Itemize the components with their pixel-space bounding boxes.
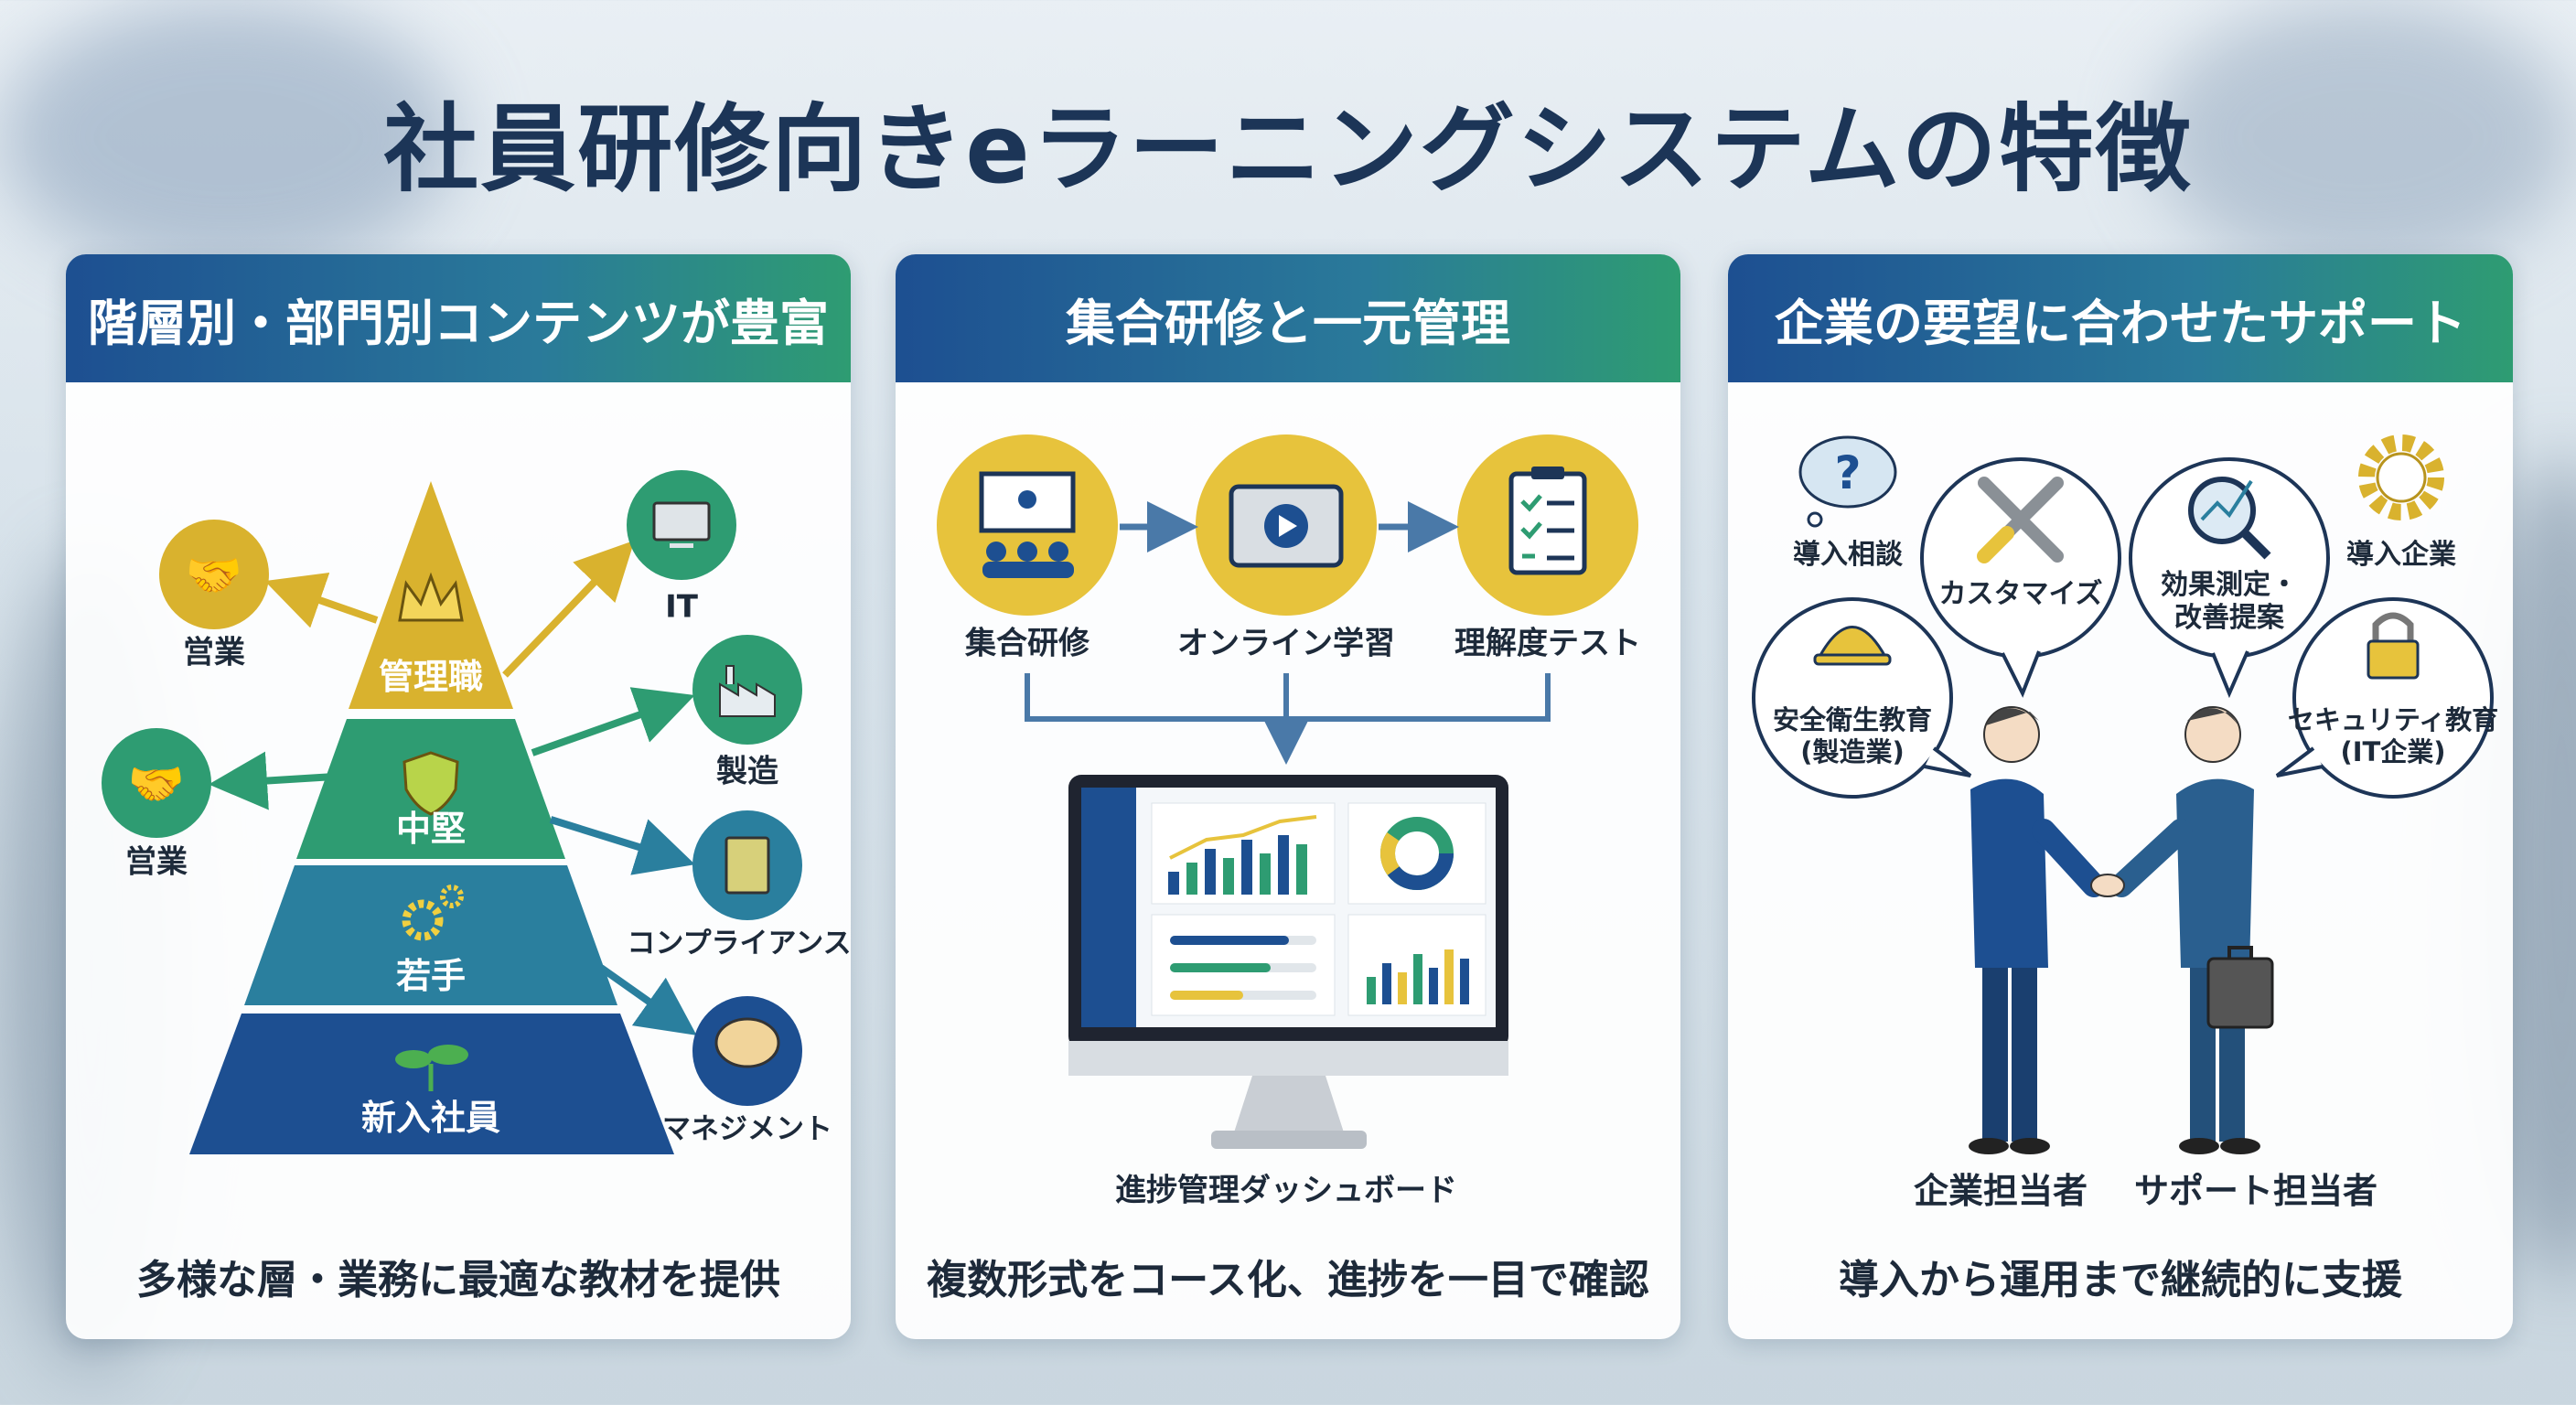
person-client — [1969, 706, 2106, 1154]
background-blur — [0, 0, 457, 274]
gears-icon — [402, 885, 464, 941]
gear-chart-icon — [2358, 434, 2444, 520]
step-label-online: オンライン学習 — [1177, 625, 1395, 662]
arrow — [209, 751, 350, 810]
crown-icon — [398, 572, 464, 622]
step-label-classroom: 集合研修 — [965, 625, 1089, 662]
item-label-safety-education: 安全衛生教育 (製造業) — [1772, 704, 1933, 767]
bar-chart-widget — [1168, 815, 1317, 895]
level-label-manager: 管理職 — [378, 657, 484, 698]
dashboard-label: 進捗管理ダッシュボード — [1115, 1172, 1457, 1209]
progress-bars-widget — [1170, 936, 1316, 1000]
video-tablet-icon — [1196, 434, 1377, 616]
arrow — [598, 964, 697, 1035]
donut-chart-widget — [1380, 817, 1454, 890]
panel-header: 集合研修と一元管理 — [896, 254, 1680, 382]
tools-icon — [1977, 477, 2064, 563]
panel-blended-training: 集合研修と一元管理 集合研修 オンライン学習 理解度テスト 進捗管理ダッシュボー… — [896, 254, 1680, 1339]
handshake-icon — [2090, 874, 2125, 897]
briefcase-icon — [2206, 946, 2274, 1029]
panel-content-variety: 階層別・部門別コンテンツが豊富 🤝 🤝 管理職 中堅 若手 新入社員 営業 営業… — [66, 254, 851, 1339]
padlock-icon — [2367, 612, 2420, 680]
handshake-icon: 🤝 — [159, 520, 269, 629]
handshake-icon: 🤝 — [102, 728, 211, 838]
pyramid-level-junior — [244, 865, 617, 1005]
item-label-effect-measurement: 効果測定・ 改善提案 — [2161, 569, 2298, 634]
book-icon — [692, 810, 802, 920]
hardhat-icon — [1813, 626, 1892, 666]
level-label-mid: 中堅 — [395, 809, 467, 850]
speech-bubble — [2275, 597, 2494, 799]
person-label-support: サポート担当者 — [2133, 1171, 2378, 1212]
level-label-junior: 若手 — [395, 956, 467, 997]
column-chart-widget — [1367, 949, 1469, 1004]
svg-text:🤝: 🤝 — [128, 757, 185, 810]
person-label-client: 企業担当者 — [1913, 1171, 2088, 1212]
dept-label-sales: 営業 — [183, 634, 245, 671]
classroom-icon — [937, 434, 1118, 616]
speech-bubble — [2129, 457, 2330, 699]
svg-text:?: ? — [1834, 446, 1861, 499]
panel-header: 階層別・部門別コンテンツが豊富 — [66, 254, 851, 382]
svg-text:🤝: 🤝 — [186, 549, 242, 602]
speech-bubble — [1920, 457, 2121, 698]
dept-label-sales: 営業 — [125, 843, 188, 881]
step-label-test: 理解度テスト — [1454, 625, 1641, 662]
page-title: 社員研修向きeラーニングシステムの特徴 — [383, 93, 2193, 205]
panel-footer: 導入から運用まで継続的に支援 — [1839, 1257, 2402, 1303]
computer-icon — [627, 470, 736, 580]
pyramid-diagram: 🤝 🤝 — [102, 470, 802, 1154]
sprout-icon — [395, 1045, 468, 1091]
item-label-client-companies: 導入企業 — [2346, 539, 2456, 571]
dept-label-management: マネジメント — [662, 1112, 832, 1146]
arrow — [264, 573, 379, 628]
shield-icon — [402, 751, 459, 816]
panel-footer: 多様な層・業務に最適な教材を提供 — [136, 1257, 780, 1303]
checklist-icon — [1457, 434, 1638, 616]
dept-label-manufacturing: 製造 — [716, 753, 778, 790]
item-label-consultation: 導入相談 — [1793, 539, 1903, 571]
item-label-customize: カスタマイズ — [1938, 578, 2103, 610]
brain-icon — [692, 996, 802, 1106]
panel-header: 企業の要望に合わせたサポート — [1728, 254, 2513, 382]
level-label-new-hire: 新入社員 — [360, 1098, 501, 1139]
arrow — [531, 687, 695, 756]
connector-lines — [1025, 673, 1551, 748]
arrow — [549, 816, 695, 875]
magnifier-chart-icon — [2188, 477, 2271, 560]
factory-icon — [692, 635, 802, 745]
background-blur — [2150, 0, 2576, 274]
dashboard-monitor — [1068, 775, 1508, 1149]
support-illustration: ? — [1752, 434, 2494, 1154]
dept-label-compliance: コンプライアンス — [627, 927, 851, 960]
item-label-security-education: セキュリティ教育 (IT企業) — [2287, 704, 2499, 767]
arrow — [502, 540, 635, 678]
speech-bubble — [1752, 597, 1972, 799]
dept-label-it: IT — [665, 588, 698, 626]
panel-support: 企業の要望に合わせたサポート ? 導入相談 カスタマイズ 効果測定・ 改善提案 … — [1728, 254, 2513, 1339]
training-flow-diagram — [937, 434, 1638, 1149]
panel-footer: 複数形式をコース化、進捗を一目で確認 — [927, 1257, 1649, 1303]
person-support — [2109, 706, 2260, 1154]
question-cloud-icon: ? — [1798, 435, 1897, 528]
